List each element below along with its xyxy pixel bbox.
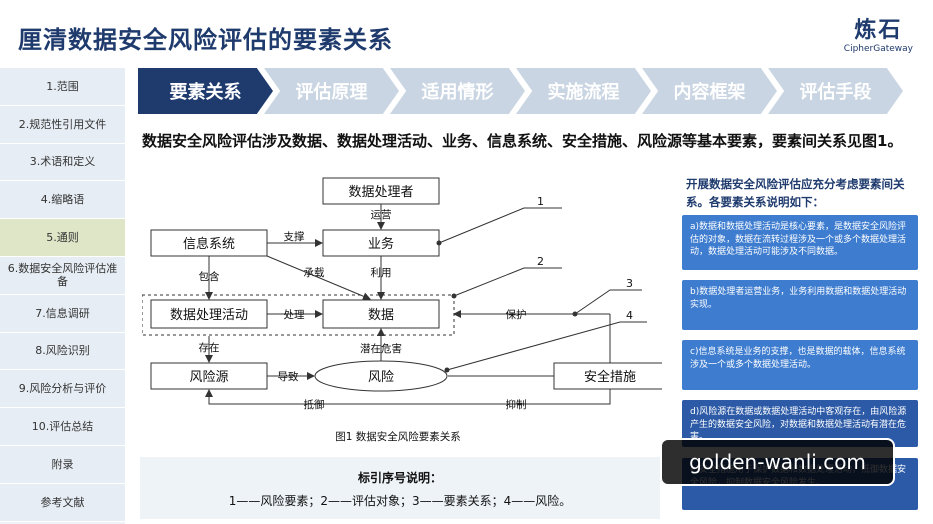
intro-text: 数据安全风险评估涉及数据、数据处理活动、业务、信息系统、安全措施、风险源等基本要… [142, 132, 903, 150]
node-measures: 安全措施 [584, 369, 636, 385]
sidebar-item-risk-analysis[interactable]: 9.风险分析与评价 [0, 370, 125, 409]
edge-carry: 承载 [304, 267, 325, 279]
figure-caption: 图1 数据安全风险要素关系 [335, 430, 461, 443]
tab-methods[interactable]: 评估手段 [768, 68, 903, 114]
edge-contain: 包含 [199, 270, 220, 283]
callout-1: 1 [537, 195, 544, 208]
relation-card-b: b)数据处理者运营业务，业务利用数据和数据处理活动实现。 [682, 280, 918, 330]
right-panel-heading: 开展数据安全风险评估应充分考虑要素间关系。各要素关系说明如下： [686, 177, 905, 209]
edge-protect: 保护 [506, 308, 527, 321]
risk-source-box [150, 362, 268, 390]
node-business: 业务 [368, 236, 394, 252]
node-info-system: 信息系统 [183, 236, 235, 252]
sidebar-item-references[interactable]: 参考文献 [0, 483, 125, 522]
watermark: golden-wanli.com [660, 438, 895, 486]
sidebar-item-appendix[interactable]: 附录 [0, 445, 125, 484]
edge-support: 支撑 [284, 230, 305, 243]
node-risk: 风险 [368, 370, 394, 385]
edge-cause: 导致 [278, 370, 299, 383]
data-box [322, 299, 440, 329]
sidebar-item-general[interactable]: 5.通则 [0, 219, 125, 257]
sidebar-item-scope[interactable]: 1.范围 [0, 68, 125, 106]
edge-process: 处理 [284, 309, 305, 321]
relation-card-a: a)数据和数据处理活动是核心要素，是数据安全风险评估的对象，数据在流转过程涉及一… [682, 215, 918, 270]
callout-2: 2 [537, 255, 544, 268]
tab-process[interactable]: 实施流程 [516, 68, 651, 114]
callout-4: 4 [626, 309, 633, 322]
tab-framework[interactable]: 内容框架 [642, 68, 777, 114]
tab-principle[interactable]: 评估原理 [264, 68, 399, 114]
tab-scenarios[interactable]: 适用情形 [390, 68, 525, 114]
edge-resist: 抵御 [304, 398, 325, 411]
edge-exist: 存在 [199, 341, 220, 354]
activity-box [150, 299, 268, 329]
business-box [322, 229, 440, 257]
edge-hazard: 潜在危害 [360, 342, 402, 355]
brand-logo: 炼石 CipherGateway [844, 12, 913, 54]
edge-use: 利用 [371, 267, 392, 279]
tab-bar: 要素关系 评估原理 适用情形 实施流程 内容框架 评估手段 [138, 68, 933, 114]
page-title: 厘清数据安全风险评估的要素关系 [18, 26, 393, 54]
edge-operate: 运营 [371, 208, 392, 221]
sidebar-item-terms[interactable]: 3.术语和定义 [0, 143, 125, 182]
sidebar-item-summary[interactable]: 10.评估总结 [0, 408, 125, 446]
sidebar-item-risk-identification[interactable]: 8.风险识别 [0, 332, 125, 371]
processor-box [322, 177, 440, 205]
legend-box: 标引序号说明： 1——风险要素；2——评估对象；3——要素关系；4——风险。 [140, 457, 660, 519]
sidebar-item-preparation[interactable]: 6.数据安全风险评估准备 [0, 256, 125, 295]
logo-text: 炼石 [854, 18, 903, 43]
sidebar-item-normative-references[interactable]: 2.规范性引用文件 [0, 105, 125, 144]
edge-suppress: 抑制 [506, 398, 527, 411]
tab-element-relations[interactable]: 要素关系 [138, 68, 273, 114]
logo-subtext: CipherGateway [843, 44, 913, 54]
element-relation-diagram: 数据处理者 业务 信息系统 数据处理活动 数据 风险源 风险 安全措施 运营 支… [142, 177, 662, 443]
sidebar: 1.范围 2.规范性引用文件 3.术语和定义 4.缩略语 5.通则 6.数据安全… [0, 68, 125, 524]
sidebar-item-abbreviations[interactable]: 4.缩略语 [0, 181, 125, 220]
node-processor: 数据处理者 [348, 185, 413, 200]
legend-heading: 标引序号说明： [357, 471, 442, 485]
relation-card-c: c)信息系统是业务的支撑，也是数据的载体，信息系统涉及一个或多个数据处理活动。 [682, 340, 918, 390]
sidebar-item-investigation[interactable]: 7.信息调研 [0, 294, 125, 333]
callout-3: 3 [626, 277, 633, 290]
node-risk-source: 风险源 [189, 370, 228, 385]
legend-body: 1——风险要素；2——评估对象；3——要素关系；4——风险。 [228, 494, 572, 508]
node-data: 数据 [368, 308, 394, 323]
node-activity: 数据处理活动 [170, 308, 248, 323]
